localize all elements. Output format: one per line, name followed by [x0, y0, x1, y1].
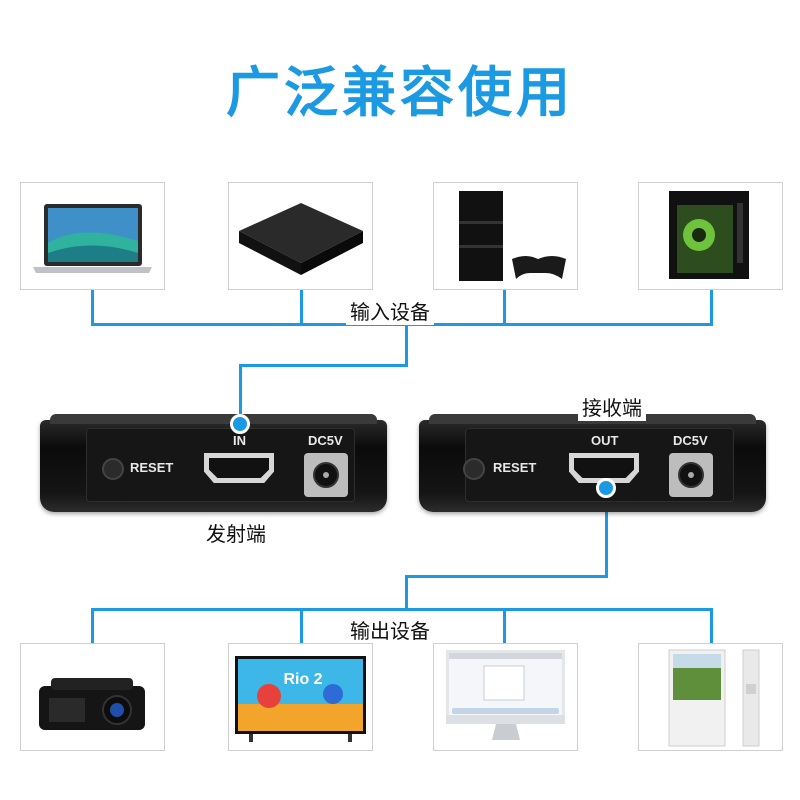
- device-lip: [50, 414, 377, 424]
- output-line-4: [710, 608, 713, 644]
- receiver-device: RESET OUT DC5V: [419, 414, 766, 512]
- tv-box-box: [228, 182, 373, 290]
- input-line-1: [91, 290, 94, 326]
- digital-signage-box: [638, 643, 783, 751]
- reset-button[interactable]: [102, 458, 124, 480]
- dc5v-label: DC5V: [308, 433, 343, 448]
- output-devices-label: 输出设备: [346, 615, 434, 644]
- laptop-icon: [33, 204, 152, 273]
- in-port-label: IN: [233, 433, 246, 448]
- input-branch: [239, 364, 408, 367]
- receiver-label: 接收端: [578, 392, 646, 421]
- input-line-3: [503, 290, 506, 326]
- reset-label: RESET: [130, 460, 174, 475]
- game-console-icon: [459, 191, 566, 281]
- input-line-4: [710, 290, 713, 326]
- page-title: 广泛兼容使用: [226, 61, 574, 124]
- tv-box: Rio 2: [228, 643, 373, 751]
- out-port-label: OUT: [591, 433, 619, 448]
- digital-signage-icon: [668, 649, 760, 747]
- dc5v-label: DC5V: [673, 433, 708, 448]
- game-console-box: [433, 182, 578, 290]
- input-devices-label: 输入设备: [346, 296, 434, 325]
- output-line-3: [503, 608, 506, 644]
- desktop-pc-box: [638, 182, 783, 290]
- monitor-icon: [446, 650, 565, 740]
- desktop-pc-icon: [669, 191, 749, 279]
- tv-screen-title: Rio 2: [283, 671, 322, 688]
- transmitter-label: 发射端: [202, 518, 270, 547]
- reset-button[interactable]: [463, 458, 485, 480]
- in-connection-dot: [230, 414, 250, 434]
- output-branch: [405, 575, 608, 578]
- output-drop: [605, 488, 608, 578]
- projector-icon: [39, 678, 145, 730]
- tv-box-icon: [239, 203, 363, 275]
- output-trunk: [405, 575, 408, 611]
- output-line-2: [300, 608, 303, 644]
- tv-icon: Rio 2: [235, 656, 366, 742]
- input-drop: [239, 364, 242, 420]
- dc5v-jack: [669, 453, 713, 497]
- input-trunk: [405, 323, 408, 367]
- dc5v-jack: [304, 453, 348, 497]
- transmitter-device: RESET IN DC5V: [40, 414, 387, 512]
- monitor-box: [433, 643, 578, 751]
- out-connection-dot: [596, 478, 616, 498]
- output-line-1: [91, 608, 94, 644]
- hdmi-out-port: [569, 453, 639, 483]
- hdmi-in-port: [204, 453, 274, 483]
- reset-label: RESET: [493, 460, 537, 475]
- laptop-box: [20, 182, 165, 290]
- input-line-2: [300, 290, 303, 326]
- output-bus: [91, 608, 713, 611]
- projector-box: [20, 643, 165, 751]
